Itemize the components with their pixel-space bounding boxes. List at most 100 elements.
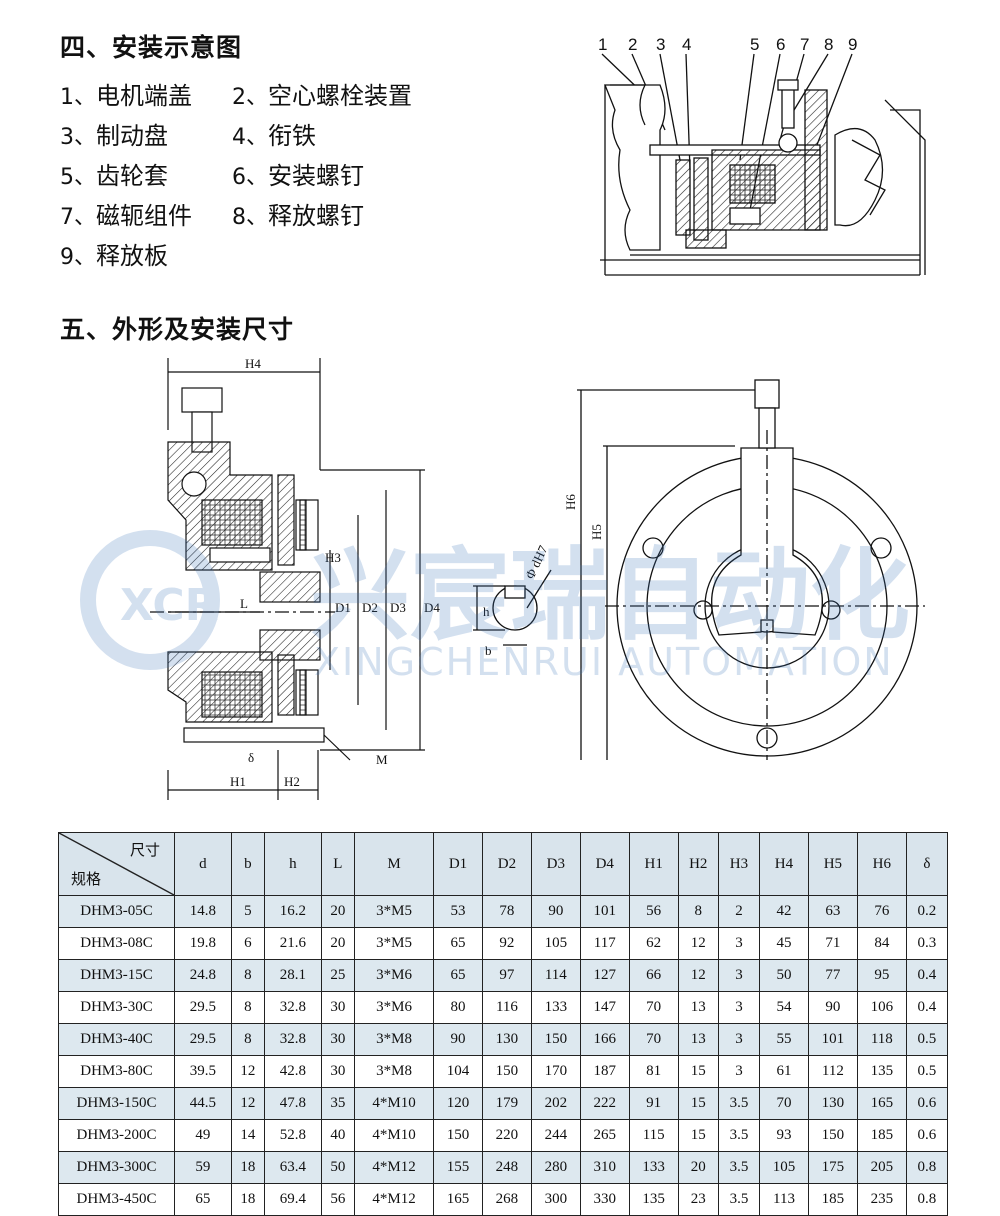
table-cell: 0.3 [905,927,949,960]
table-cell: 0.8 [905,1151,949,1184]
table-cell: 130 [481,1023,532,1056]
table-cell: 6 [230,927,266,960]
table-cell: 44.5 [174,1087,232,1120]
diagram-number: 8 [824,35,833,54]
table-cell: 3.5 [717,1087,761,1120]
table-cell: 90 [807,991,858,1024]
dim-label-h2: H2 [284,774,300,789]
column-header: d [174,832,232,896]
table-cell: 20 [320,927,356,960]
table-cell: 135 [856,1055,907,1088]
table-cell: 25 [320,959,356,992]
table-cell: 2 [717,895,761,928]
section-4-title: 四、安装示意图 [60,33,243,62]
table-cell: 4*M12 [354,1183,435,1216]
table-cell: 13 [677,1023,719,1056]
part-item: 6、安装螺钉 [232,162,364,190]
table-cell: 13 [677,991,719,1024]
table-cell: 150 [807,1119,858,1152]
table-cell: 101 [807,1023,858,1056]
table-cell: 3.5 [717,1119,761,1152]
table-cell: 20 [320,895,356,928]
table-cell: 117 [579,927,630,960]
dim-label-m: M [376,752,388,767]
table-cell: 77 [807,959,858,992]
column-header: H3 [717,832,761,896]
table-cell: 23 [677,1183,719,1216]
table-cell: 81 [628,1055,679,1088]
table-cell: 56 [628,895,679,928]
diagram-number: 7 [800,35,809,54]
side-section-drawing: H4 H3 L D1 D2 D3 D4 δ H1 H2 M [150,356,440,800]
table-cell: 30 [320,1023,356,1056]
table-cell: 63.4 [264,1151,322,1184]
column-header: b [230,832,266,896]
table-cell: 66 [628,959,679,992]
table-cell: 90 [530,895,581,928]
table-cell: 166 [579,1023,630,1056]
table-cell: 59 [174,1151,232,1184]
column-header: L [320,832,356,896]
part-item: 7、磁轭组件 [60,202,192,230]
table-cell: 120 [433,1087,483,1120]
table-cell: 8 [230,991,266,1024]
table-corner-cell: 尺寸 规格 [58,832,175,896]
model-cell: DHM3-80C [58,1055,175,1088]
table-cell: 8 [677,895,719,928]
part-item: 5、齿轮套 [60,162,168,190]
table-cell: 3 [717,1055,761,1088]
table-cell: 0.4 [905,991,949,1024]
table-cell: 310 [579,1151,630,1184]
column-header: H2 [677,832,719,896]
table-cell: 179 [481,1087,532,1120]
table-cell: 248 [481,1151,532,1184]
table-cell: 3 [717,959,761,992]
table-cell: 3*M5 [354,927,435,960]
table-cell: 61 [759,1055,809,1088]
table-cell: 30 [320,1055,356,1088]
table-cell: 187 [579,1055,630,1088]
table-cell: 150 [433,1119,483,1152]
table-cell: 133 [628,1151,679,1184]
table-cell: 8 [230,1023,266,1056]
model-cell: DHM3-30C [58,991,175,1024]
table-cell: 65 [433,927,483,960]
model-cell: DHM3-05C [58,895,175,928]
diagram-number: 4 [682,35,691,54]
table-cell: 185 [856,1119,907,1152]
table-cell: 21.6 [264,927,322,960]
table-cell: 28.1 [264,959,322,992]
column-header: D3 [530,832,581,896]
table-cell: 150 [530,1023,581,1056]
table-cell: 20 [677,1151,719,1184]
table-cell: 0.6 [905,1087,949,1120]
column-header: M [354,832,435,896]
corner-label-spec: 规格 [71,870,102,888]
table-cell: 330 [579,1183,630,1216]
dim-label-d3: D3 [390,600,406,615]
table-cell: 222 [579,1087,630,1120]
diagram-number: 2 [628,35,637,54]
table-cell: 4*M10 [354,1087,435,1120]
table-cell: 18 [230,1151,266,1184]
table-cell: 112 [807,1055,858,1088]
column-header: D1 [433,832,483,896]
diagram-number: 9 [848,35,857,54]
column-header: H5 [807,832,858,896]
table-cell: 95 [856,959,907,992]
table-cell: 47.8 [264,1087,322,1120]
part-item: 3、制动盘 [60,122,168,150]
table-cell: 14 [230,1119,266,1152]
column-header: h [264,832,322,896]
table-cell: 24.8 [174,959,232,992]
table-cell: 155 [433,1151,483,1184]
diagram-number: 5 [750,35,759,54]
table-cell: 40 [320,1119,356,1152]
table-cell: 69.4 [264,1183,322,1216]
